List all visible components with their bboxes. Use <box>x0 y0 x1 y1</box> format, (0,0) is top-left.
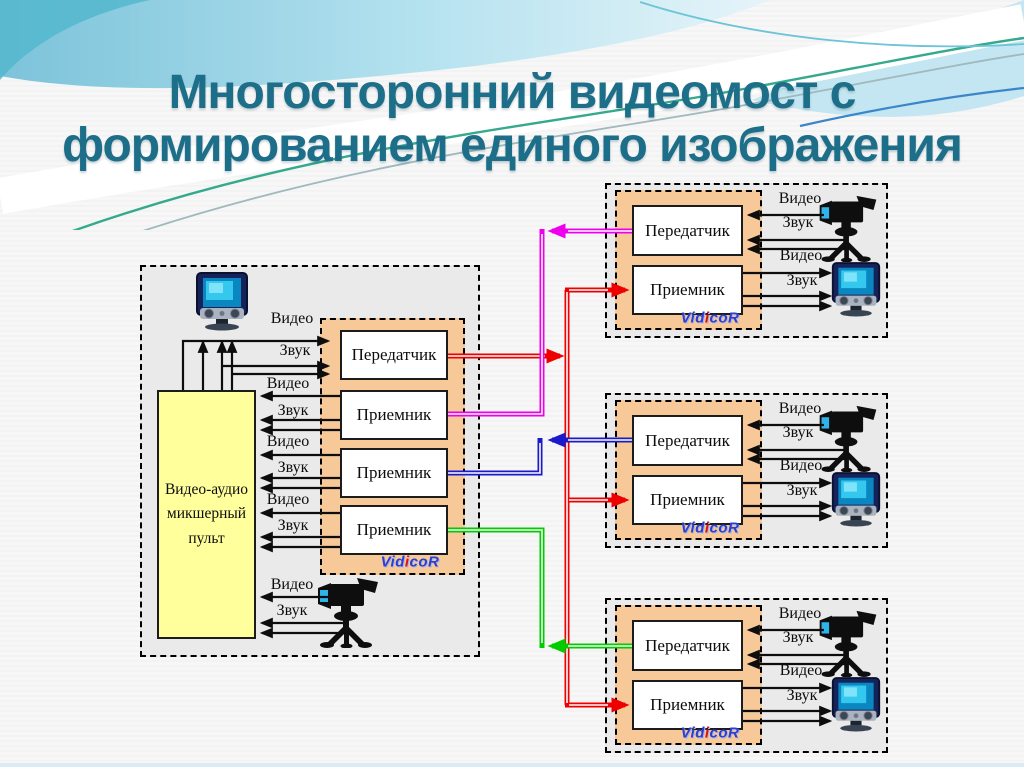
mixer-label-line2: микшерный <box>166 505 247 523</box>
main-receiver3-box: Приемник <box>340 505 448 555</box>
vidicor-logo: VidicoR <box>681 310 740 327</box>
video-label: Видео <box>779 457 823 474</box>
video-label: Видео <box>779 662 823 679</box>
receiver-label: Приемник <box>356 463 432 482</box>
video-label: Видео <box>266 433 310 450</box>
vidicor-logo: VidicoR <box>681 725 740 742</box>
remote3-receiver-box: Приемник <box>632 680 743 730</box>
sound-label: Звук <box>786 272 818 289</box>
main-transmitter-box: Передатчик <box>340 330 448 380</box>
video-label: Видео <box>266 375 310 392</box>
receiver-label: Приемник <box>650 695 725 714</box>
monitor-icon <box>830 262 882 318</box>
video-camera-icon <box>818 609 878 677</box>
sound-label: Звук <box>277 517 309 534</box>
slide-title-line1: Многосторонний видеомост с <box>168 66 857 119</box>
transmitter-label: Передатчик <box>645 220 730 240</box>
logo-part: coR <box>709 724 740 742</box>
sound-label: Звук <box>782 629 814 646</box>
vidicor-logo: VidicoR <box>681 520 740 537</box>
header-wave-decoration <box>0 0 1024 230</box>
logo-part: coR <box>409 553 440 571</box>
sound-label: Звук <box>277 459 309 476</box>
logo-part: Vid <box>680 309 705 327</box>
receiver-label: Приемник <box>356 405 432 424</box>
main-receiver2-box: Приемник <box>340 448 448 498</box>
remote1-receiver-box: Приемник <box>632 265 743 315</box>
monitor-icon <box>830 472 882 528</box>
video-label: Видео <box>270 310 314 327</box>
video-camera-icon <box>316 576 380 648</box>
remote2-transmitter-box: Передатчик <box>632 415 743 466</box>
bottom-accent-strip <box>0 763 1024 767</box>
sound-label: Звук <box>279 342 311 359</box>
logo-part: i <box>704 519 710 537</box>
transmitter-label: Передатчик <box>645 430 730 450</box>
sound-label: Звук <box>782 424 814 441</box>
logo-part: coR <box>709 309 740 327</box>
transmitter-label: Передатчик <box>645 635 730 655</box>
video-label: Видео <box>270 576 314 593</box>
receiver-label: Приемник <box>356 520 432 539</box>
logo-part: i <box>404 553 410 571</box>
sound-label: Звук <box>786 482 818 499</box>
video-label: Видео <box>779 247 823 264</box>
video-label: Видео <box>778 400 822 417</box>
main-receiver1-box: Приемник <box>340 390 448 440</box>
mixer-label-line3: пульт <box>188 529 225 547</box>
vidicor-logo: VidicoR <box>381 554 440 571</box>
video-label: Видео <box>778 190 822 207</box>
remote3-transmitter-box: Передатчик <box>632 620 743 671</box>
sound-label: Звук <box>277 402 309 419</box>
monitor-icon <box>830 677 882 733</box>
slide-title: Многосторонний видеомост с формированием… <box>0 66 1024 172</box>
monitor-icon <box>194 272 250 332</box>
logo-part: Vid <box>680 724 705 742</box>
transmitter-label: Передатчик <box>351 345 437 364</box>
video-label: Видео <box>778 605 822 622</box>
remote1-transmitter-box: Передатчик <box>632 205 743 256</box>
video-label: Видео <box>266 491 310 508</box>
slide-title-line2: формированием единого изображения <box>62 119 963 172</box>
logo-part: coR <box>709 519 740 537</box>
video-camera-icon <box>818 194 878 262</box>
logo-part: i <box>704 309 710 327</box>
remote2-receiver-box: Приемник <box>632 475 743 525</box>
video-camera-icon <box>818 404 878 472</box>
sound-label: Звук <box>782 214 814 231</box>
receiver-label: Приемник <box>650 490 725 509</box>
receiver-label: Приемник <box>650 280 725 299</box>
logo-part: Vid <box>680 519 705 537</box>
logo-part: i <box>704 724 710 742</box>
logo-part: Vid <box>380 553 405 571</box>
mixer-console: Видео-аудио микшерный пульт <box>157 390 256 639</box>
mixer-label-line1: Видео-аудио <box>164 481 249 499</box>
sound-label: Звук <box>786 687 818 704</box>
sound-label: Звук <box>276 602 308 619</box>
